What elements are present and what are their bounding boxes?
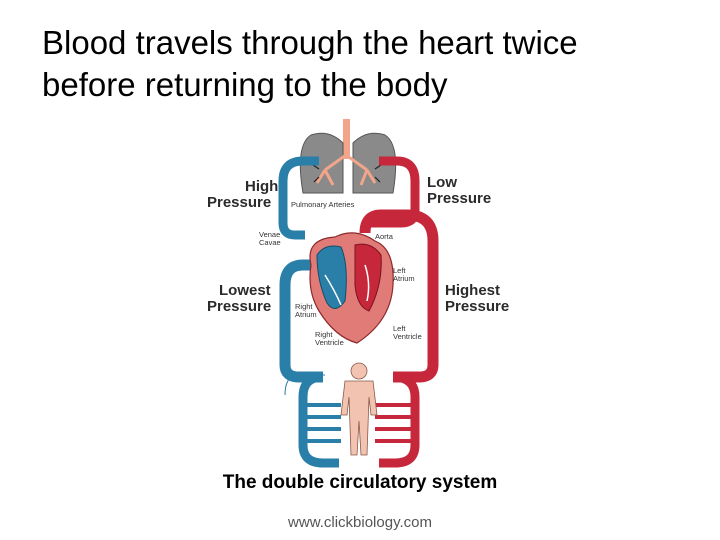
label-pressure-lowest: Pressure [207,298,271,315]
pulmonary-vein-loop [365,156,420,228]
body-capillaries [298,372,420,468]
diagram-caption: The double circulatory system [222,472,498,493]
title-line-2: before returning to the body [42,66,448,103]
lungs [299,119,397,194]
label-left-atrium-1: Left [393,266,406,275]
label-right-ventricle-2: Ventricle [315,338,344,347]
label-right-atrium-2: Atrium [295,310,317,319]
label-venae: Venae [259,230,280,239]
heart [309,232,394,344]
double-circulation-diagram: High Pressure Low Pressure Lowest Pressu… [207,119,509,468]
label-right-atrium-1: Right [295,302,313,311]
label-right-ventricle-1: Right [315,330,333,339]
pulmonary-artery-loop [278,156,319,240]
label-lowest: Lowest [219,282,271,299]
label-pressure-highest: Pressure [445,298,509,315]
label-left-ventricle-1: Left [393,324,406,333]
label-left-atrium-2: Atrium [393,274,415,283]
label-cavae: Cavae [259,238,281,247]
label-highest: Highest [445,282,500,299]
label-pressure-high: Pressure [207,194,271,211]
source-credit: www.clickbiology.com [288,514,432,531]
label-left-ventricle-2: Ventricle [393,332,422,341]
label-high: High [245,178,278,195]
slide-title: Blood travels through the heart twice be… [42,22,692,106]
label-pressure-low: Pressure [427,190,491,207]
label-aorta: Aorta [375,232,394,241]
label-low: Low [427,174,457,191]
label-pulmonary-arteries: Pulmonary Arteries [291,200,355,209]
title-line-1: Blood travels through the heart twice [42,24,578,61]
human-figure [340,362,378,456]
vena-cava-loop [279,259,325,396]
aorta-loop [359,209,439,383]
